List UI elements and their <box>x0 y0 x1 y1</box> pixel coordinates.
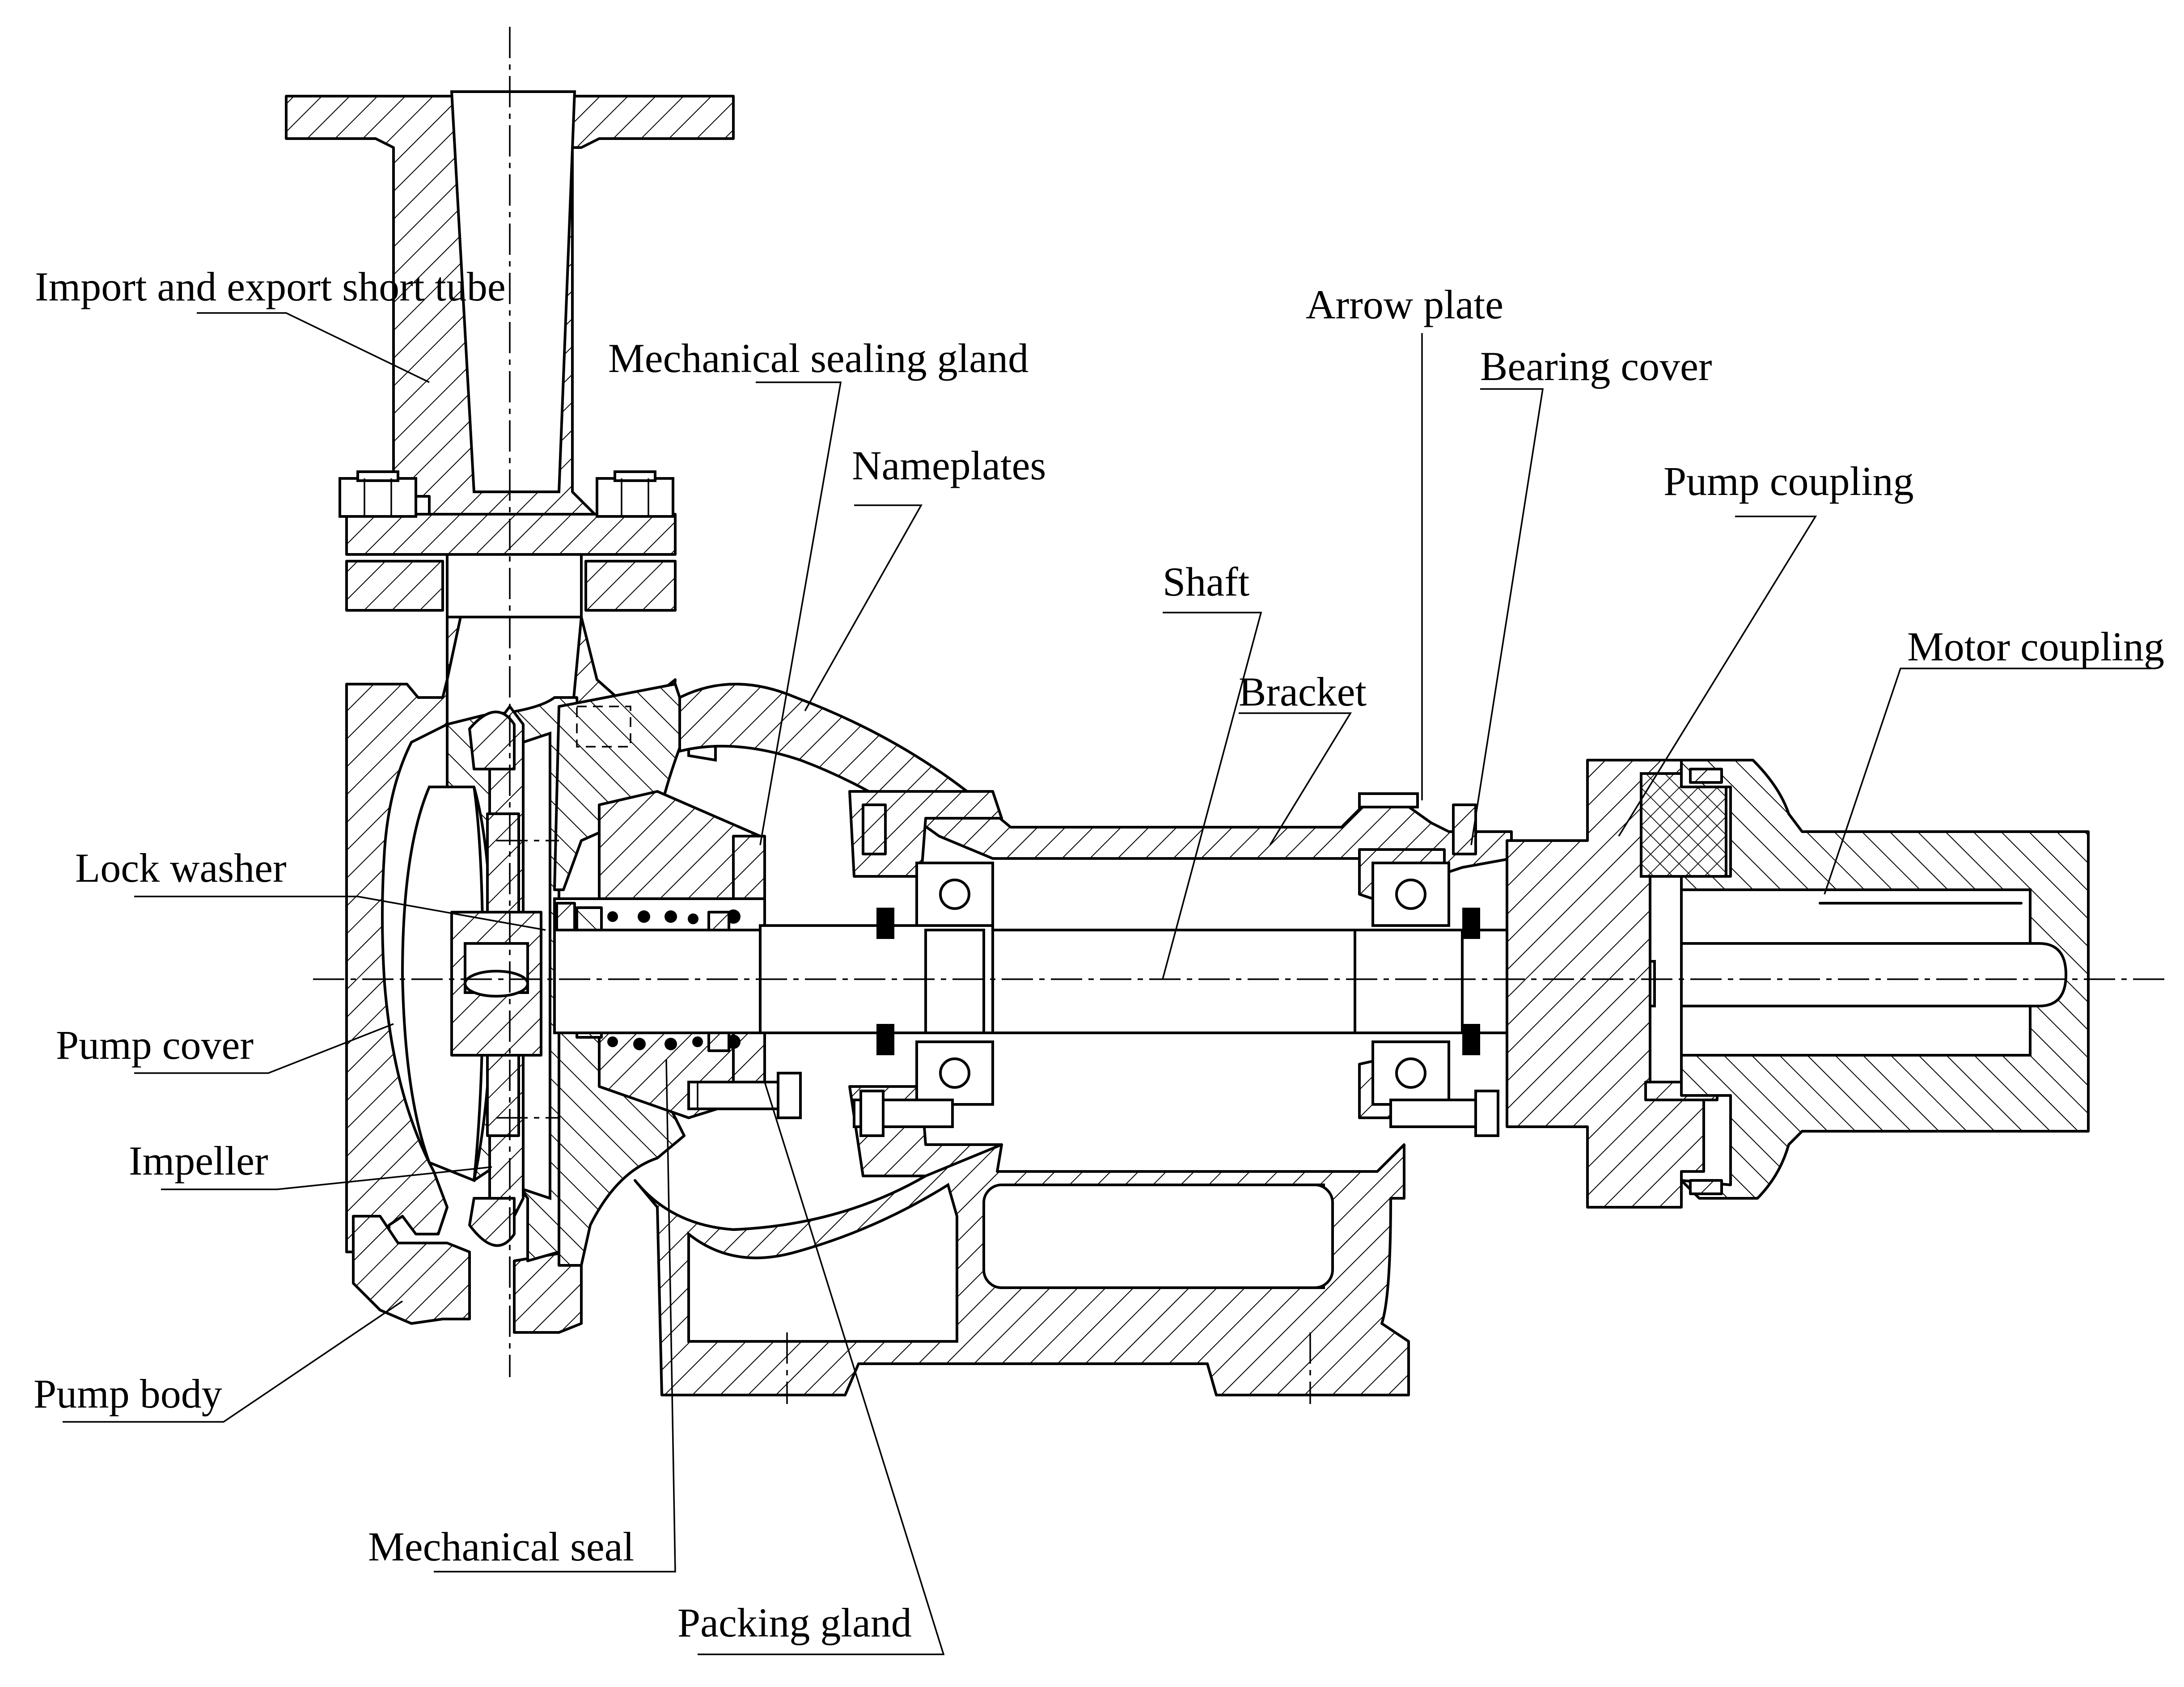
motor-coupling-part <box>1680 759 2090 1200</box>
label-impeller: Impeller <box>129 1138 268 1184</box>
label-lock-washer: Lock washer <box>75 845 287 891</box>
centerlines <box>313 27 2164 1404</box>
part-labels: Import and export short tube Mechanical … <box>34 264 2164 1645</box>
label-pump-coupling: Pump coupling <box>1663 458 1914 504</box>
label-motor-coupling: Motor coupling <box>1907 624 2164 669</box>
label-arrow-plate: Arrow plate <box>1306 282 1503 327</box>
label-shaft: Shaft <box>1163 559 1250 605</box>
label-bracket: Bracket <box>1239 669 1367 715</box>
label-pump-cover: Pump cover <box>56 1022 254 1068</box>
bearings <box>853 803 1499 1137</box>
label-bearing-cover: Bearing cover <box>1480 343 1712 389</box>
label-import-export-short-tube: Import and export short tube <box>35 264 506 309</box>
label-mechanical-seal: Mechanical seal <box>368 1524 634 1569</box>
label-pump-body: Pump body <box>34 1371 222 1416</box>
label-nameplates: Nameplates <box>852 443 1046 488</box>
impeller-part <box>450 705 551 1247</box>
leader-lines <box>63 312 2151 1655</box>
bracket-part <box>634 683 1513 1396</box>
label-mechanical-sealing-gland: Mechanical sealing gland <box>608 335 1029 381</box>
short-tube-assembly <box>285 90 735 618</box>
label-packing-gland: Packing gland <box>677 1600 912 1645</box>
